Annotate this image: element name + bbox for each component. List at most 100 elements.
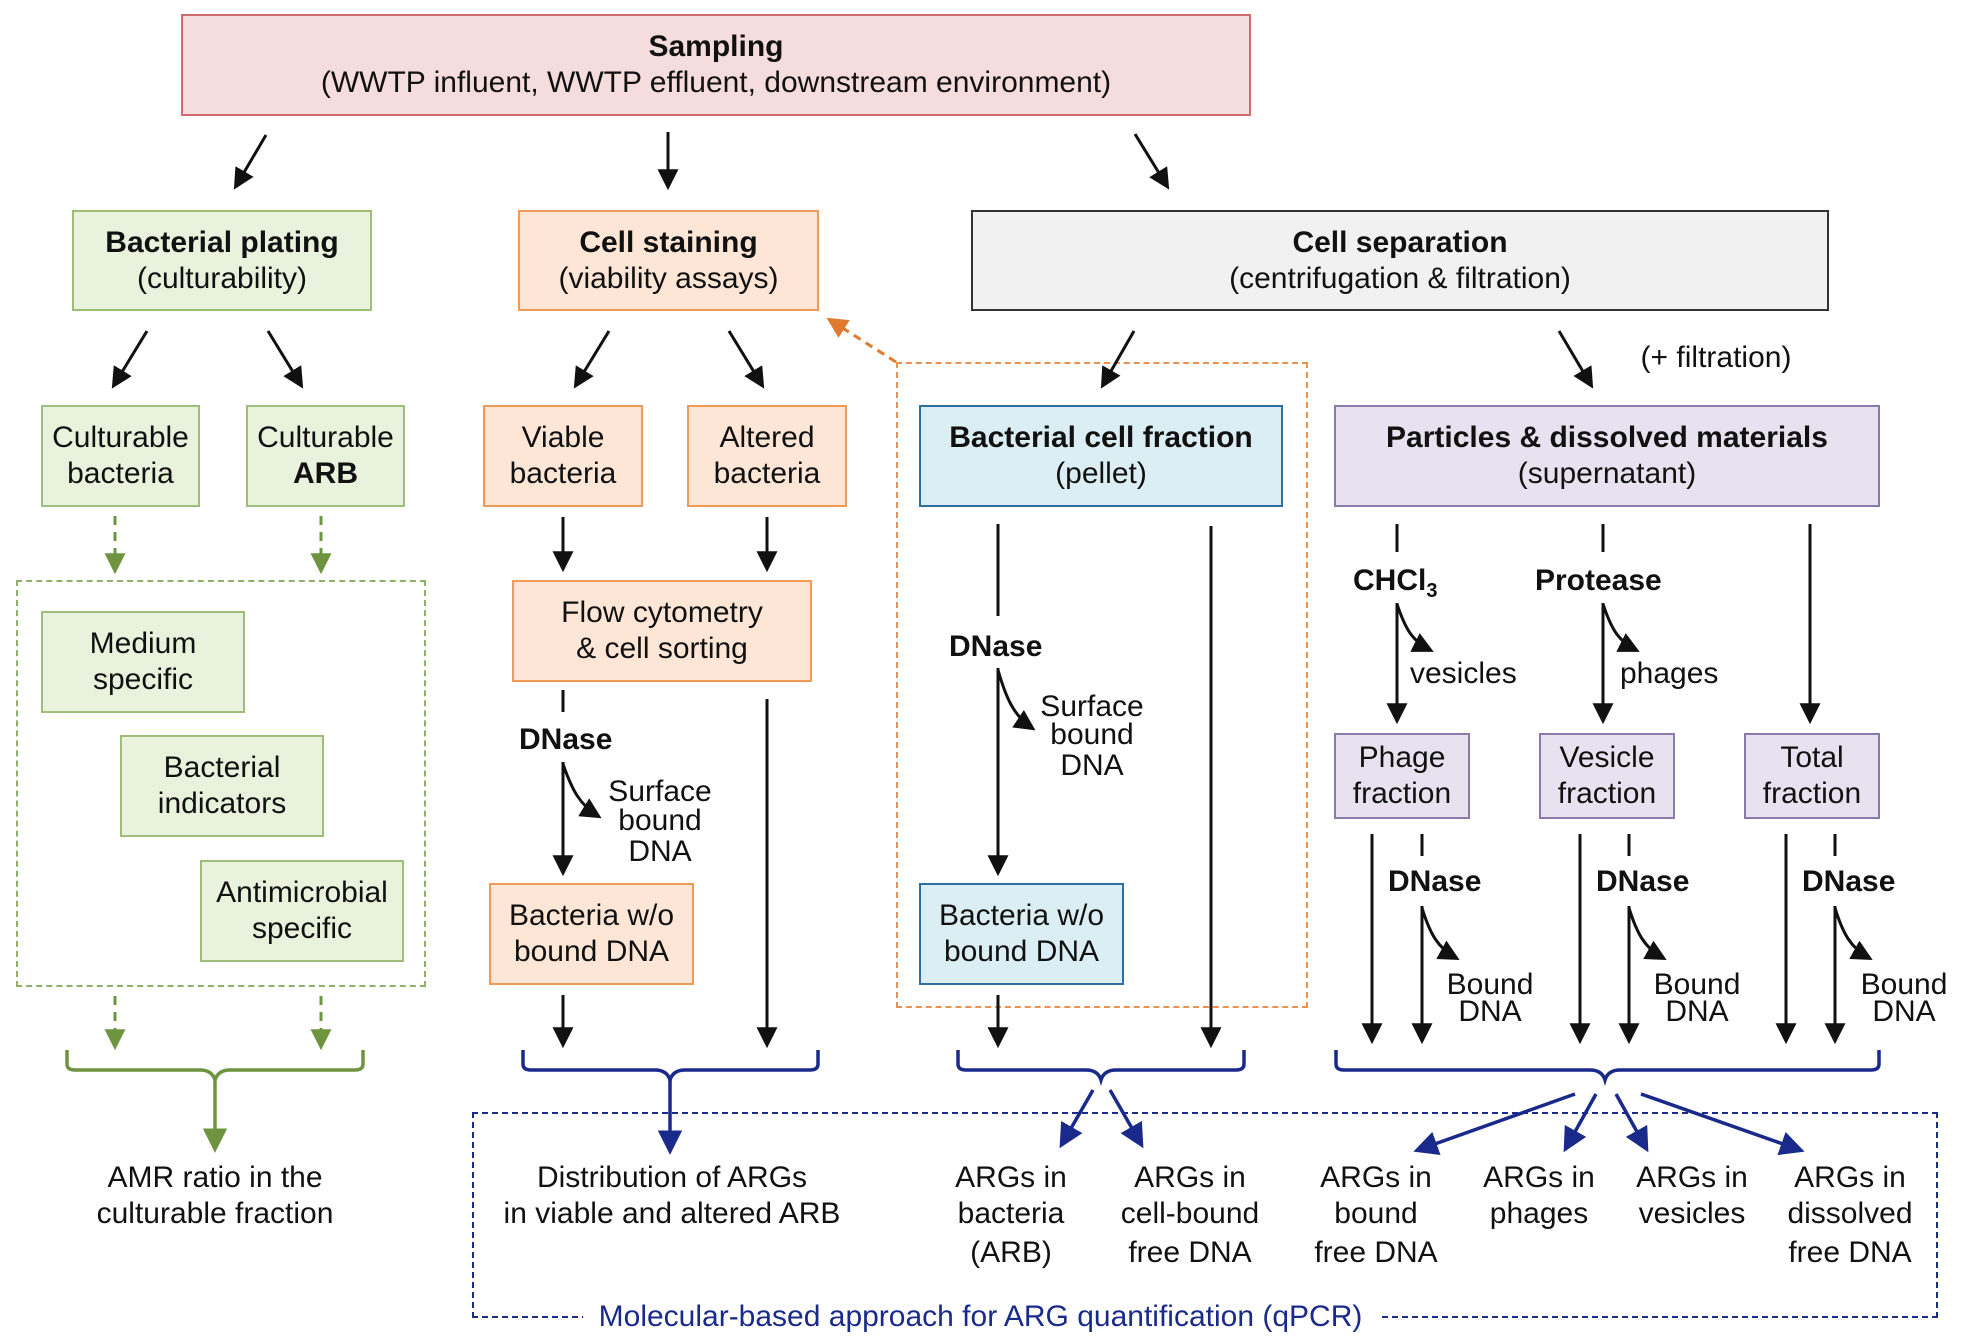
culturable-arb-box: Culturable ARB <box>246 405 405 507</box>
curve-phages <box>1601 603 1640 652</box>
staining-subtitle: (viability assays) <box>558 261 779 295</box>
curve-bound-phage <box>1420 907 1460 961</box>
orange-link-arrow <box>826 317 897 364</box>
dnase-label-vesicle: DNase <box>1596 865 1690 898</box>
bacteria-wo-line1: Bacteria w/o <box>508 899 675 932</box>
args-phages-line1: ARGs in <box>1483 1161 1595 1194</box>
navy-arrow-dissolved <box>1640 1092 1805 1156</box>
sampling-title: Sampling <box>648 30 784 63</box>
filtration-note: (+ filtration) <box>1640 341 1792 374</box>
flow-cytometry-box: Flow cytometry & cell sorting <box>512 580 812 682</box>
args-dissolved-line2: dissolved <box>1787 1197 1913 1230</box>
culturable-bacteria-box: Culturable bacteria <box>41 405 200 507</box>
amr-ratio-line1: AMR ratio in the <box>107 1161 323 1194</box>
args-bound-line2: bound <box>1334 1197 1418 1230</box>
amr-ratio-line2: culturable fraction <box>96 1197 334 1230</box>
medium-line1: Medium <box>89 627 197 660</box>
cell-fraction-title: Bacterial cell fraction <box>949 421 1253 454</box>
curve-vesicles <box>1395 603 1434 652</box>
plating-title: Bacterial plating <box>105 225 339 259</box>
navy-brace-staining <box>521 1050 820 1087</box>
bacteria-wo-line2: bound DNA <box>943 935 1100 968</box>
particles-subtitle: (supernatant) <box>1517 457 1697 490</box>
navy-brace-pellet <box>956 1050 1246 1087</box>
args-phages-line2: phages <box>1489 1197 1589 1230</box>
args-bacteria-line3: (ARB) <box>970 1236 1052 1269</box>
navy-arrow-cellbound <box>1108 1089 1144 1149</box>
args-bound-line1: ARGs in <box>1320 1161 1432 1194</box>
curve-bound-total <box>1833 907 1873 961</box>
surface-label-pellet-3: DNA <box>1060 749 1124 782</box>
bound-dna-total-2: DNA <box>1872 995 1936 1028</box>
args-vesicles-line2: vesicles <box>1638 1197 1746 1230</box>
chcl3-label: CHCl3 <box>1353 563 1437 603</box>
particles-dissolved-box: Particles & dissolved materials (superna… <box>1334 405 1880 507</box>
phage-line2: fraction <box>1352 777 1452 810</box>
flow-line2: & cell sorting <box>576 632 748 665</box>
args-dissolved-line3: free DNA <box>1788 1236 1912 1269</box>
indicators-line2: indicators <box>157 787 287 820</box>
viable-line1: Viable <box>521 421 605 454</box>
total-fraction-box: Total fraction <box>1744 733 1880 819</box>
cell-staining-box: Cell staining (viability assays) <box>518 210 819 311</box>
arrow-staining-viable <box>573 330 611 389</box>
culturable-line1: Culturable <box>52 421 189 454</box>
flow-line1: Flow cytometry <box>561 596 763 629</box>
args-cellbound-line3: free DNA <box>1128 1236 1252 1269</box>
navy-arrow-vesicles <box>1614 1093 1649 1153</box>
altered-line2: bacteria <box>713 457 821 490</box>
altered-bacteria-box: Altered bacteria <box>687 405 847 507</box>
separation-title: Cell separation <box>1292 225 1508 259</box>
bound-dna-vesicle-1: Bound <box>1653 968 1741 1001</box>
antimicrobial-line1: Antimicrobial <box>216 876 388 909</box>
bacteria-without-dna-box-staining: Bacteria w/o bound DNA <box>489 883 694 985</box>
chcl3-subscript: 3 <box>1426 580 1438 602</box>
vesicle-line2: fraction <box>1557 777 1657 810</box>
culture-methods-frame <box>16 580 426 987</box>
altered-line1: Altered <box>719 421 815 454</box>
surface-label-staining-1: Surface <box>608 775 712 808</box>
distribution-line1: Distribution of ARGs <box>536 1161 808 1194</box>
args-cellbound-line2: cell-bound <box>1120 1197 1260 1230</box>
dnase-label-pellet: DNase <box>949 630 1043 663</box>
green-brace <box>65 1050 365 1087</box>
bacterial-cell-fraction-box: Bacterial cell fraction (pellet) <box>919 405 1283 507</box>
total-line2: fraction <box>1762 777 1862 810</box>
arrow-separation-supernatant <box>1557 330 1594 389</box>
vesicle-line1: Vesicle <box>1559 741 1655 774</box>
qpcr-label: Molecular-based approach for ARG quantif… <box>582 1300 1379 1334</box>
navy-arrow-bound <box>1413 1092 1576 1155</box>
distribution-line2: in viable and altered ARB <box>503 1197 841 1230</box>
bacterial-indicators-box: Bacterial indicators <box>120 735 324 837</box>
cell-fraction-subtitle: (pellet) <box>1055 457 1147 490</box>
dnase-label-total: DNase <box>1802 865 1896 898</box>
chcl3-text: CHCl <box>1353 564 1427 597</box>
vesicle-fraction-box: Vesicle fraction <box>1539 733 1675 819</box>
arrow-plating-arb <box>266 330 304 389</box>
antimicrobial-line2: specific <box>251 912 353 945</box>
bound-dna-vesicle-2: DNA <box>1665 995 1729 1028</box>
separation-subtitle: (centrifugation & filtration) <box>1229 261 1571 295</box>
protease-label: Protease <box>1535 564 1662 597</box>
args-cellbound-line1: ARGs in <box>1134 1161 1246 1194</box>
args-bound-line3: free DNA <box>1314 1236 1438 1269</box>
bacterial-plating-box: Bacterial plating (culturability) <box>72 210 372 311</box>
surface-label-staining-3: DNA <box>628 835 692 868</box>
culturable-arb-line1: Culturable <box>257 421 394 454</box>
staining-title: Cell staining <box>579 225 758 259</box>
phages-removed-label: phages <box>1620 657 1719 690</box>
surface-label-staining-2: bound <box>618 804 702 837</box>
sampling-box: Sampling (WWTP influent, WWTP effluent, … <box>181 14 1251 116</box>
vesicles-removed-label: vesicles <box>1410 657 1517 690</box>
surface-label-pellet-1: Surface <box>1040 690 1144 723</box>
medium-line2: specific <box>92 663 194 696</box>
dnase-label-phage: DNase <box>1388 865 1482 898</box>
dnase-label-staining: DNase <box>519 723 613 756</box>
args-bacteria-line1: ARGs in <box>955 1161 1067 1194</box>
navy-arrow-bacteria <box>1059 1089 1095 1149</box>
cell-separation-box: Cell separation (centrifugation & filtra… <box>971 210 1829 311</box>
curve-bound-vesicle <box>1627 907 1667 961</box>
navy-arrow-phages <box>1563 1093 1598 1153</box>
viable-line2: bacteria <box>509 457 617 490</box>
